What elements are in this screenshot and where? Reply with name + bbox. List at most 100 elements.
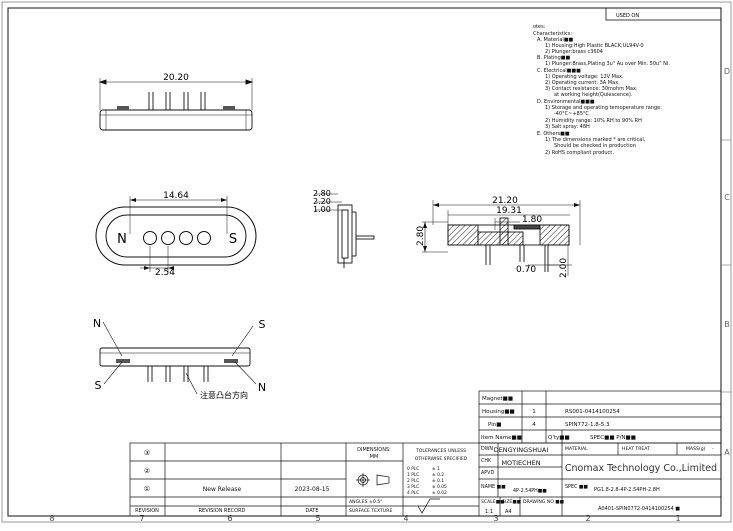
note-line: 3) Salt spray: 48H <box>545 124 590 130</box>
new-release-text: New Release <box>203 486 242 493</box>
drawing-no-value: A0401-SPIN0772-0414100254 ■ <box>598 506 680 512</box>
tol-val: ± 0.05 <box>432 484 447 490</box>
bom-row-part: SPIN772-1.8-5.3 <box>565 422 610 428</box>
notes-title: otes: <box>533 24 546 30</box>
bom-row-name: Magnet■■ <box>482 396 513 402</box>
notes-characteristics: Characteristics: <box>533 31 572 37</box>
note-line: C. Electrical■■■ <box>537 68 581 74</box>
section-view <box>422 200 581 276</box>
zone-number-8: 8 <box>49 514 54 523</box>
zone-letter-d: D <box>724 67 730 76</box>
apvd-label: APVD <box>481 470 494 476</box>
dim-top-width: 20.20 <box>163 73 189 83</box>
bottom-label-n-top: N <box>93 317 101 330</box>
zone-letter-a: A <box>724 448 730 457</box>
dim-side-2-20: 2.20 <box>313 197 331 206</box>
tol-plc: 1 PLC <box>407 472 419 478</box>
dim-pitch-total: 14.64 <box>163 191 189 201</box>
tol-val: ± 0.1 <box>432 478 444 484</box>
title-block <box>129 442 722 517</box>
bom-header-name: Item Name■■ <box>481 435 522 441</box>
angles-label: ANGLES ±0.5° <box>349 499 382 505</box>
note-line: D. Environmental■■■ <box>537 99 595 105</box>
company-name: Cnomax Technology Co.,Limited <box>565 463 717 474</box>
bom-row-qty: 4 <box>532 422 536 428</box>
boss-direction-note: 注意凸台方向 <box>200 390 248 400</box>
size-value: A4 <box>505 509 512 515</box>
tol-plc: 3 PLC <box>407 484 419 490</box>
scale-value: 1:1 <box>485 509 493 515</box>
note-line: B. Plating■■ <box>537 55 570 61</box>
zone-letter-b: B <box>724 320 730 329</box>
chk-name: MOTIECHEN <box>501 459 540 467</box>
dim-section-2-00: 2.00 <box>559 258 569 278</box>
rev-mark-3: ③ <box>144 449 150 457</box>
note-line: 1) Housing:High Plastic BLACK;UL94V-0 <box>545 43 644 49</box>
used-on-label: USED ON <box>616 13 639 19</box>
dim-section-1-80: 1.80 <box>522 215 542 225</box>
col-revision: REVISION <box>135 508 159 514</box>
notes-block: otes: Characteristics: A. Material■■ 1) … <box>533 24 670 156</box>
chk-label: CHK <box>481 458 492 464</box>
tol-val: ± 1 <box>432 466 440 472</box>
note-line: 2) Humidity range: 10% RH to 90% RH <box>545 118 642 124</box>
size-label: SIZE■■ <box>502 499 521 505</box>
mass-label: MASS(g) <box>686 446 706 452</box>
bottom-label-s-top: S <box>259 318 266 331</box>
tol-plc: 2 PLC <box>407 478 419 484</box>
bom-row-name: Housing■■ <box>482 409 515 415</box>
bottom-label-n-bottom: N <box>258 381 266 394</box>
note-line: 1) Plunger:Brass,Plating 3u" Au over Min… <box>545 61 670 67</box>
bom-row-qty: 1 <box>532 409 536 415</box>
zone-number-2: 2 <box>585 514 590 523</box>
tolerances-sub: OTHERWISE SPECIFIED <box>415 456 468 462</box>
spec-value: PG1.8-2.8-4P-2.54PH-2.8H <box>594 487 660 493</box>
note-line: 1) Operating voltage: 12V Max. <box>545 74 624 80</box>
heat-treat-label: HEAT TREAT <box>622 446 650 452</box>
surface-texture-label: SURFACE TEXTURE <box>349 508 392 514</box>
bom-header-qty: Q'ty■■ <box>548 435 570 441</box>
note-line: at working height(Quiescence). <box>554 92 633 98</box>
front-label-n: N <box>117 232 127 247</box>
note-line: 3) Contact resistance: 30mohm Max. <box>545 86 638 92</box>
note-line: 2) RoHS compliant product. <box>545 150 614 156</box>
bom-header-part: SPEC■■ P/N■■ <box>590 435 636 441</box>
front-label-s: S <box>229 232 237 247</box>
dim-section-2-80: 2.80 <box>416 226 426 246</box>
note-line: E. Others■■ <box>537 131 570 137</box>
dimensions-unit: MM <box>370 454 379 460</box>
zone-letter-c: C <box>724 193 730 202</box>
release-date: 2023-08-15 <box>295 486 330 493</box>
top-view <box>98 78 254 131</box>
drawing-no-label: DRAWING NO ■■ <box>523 499 564 505</box>
note-line: 2) Plunger:brass c3604 <box>545 49 603 55</box>
note-line: -40°C~+85°C <box>554 111 589 117</box>
material-label: MATERIAL <box>565 446 588 452</box>
tol-plc: 0 PLC <box>407 466 419 472</box>
bom-row-part: RS001-0414100254 <box>565 409 620 415</box>
spec-label: SPEC ■■ <box>565 484 588 490</box>
note-line: 1) The dimensions marked * are critical, <box>545 137 646 143</box>
scale-label: SCALE■■ <box>481 499 504 505</box>
tol-val: ± 0.2 <box>432 472 444 478</box>
rev-mark-1: ① <box>144 485 150 493</box>
tol-val: ± 0.02 <box>432 490 447 496</box>
zone-number-5: 5 <box>315 514 320 523</box>
dim-pitch: 2.54 <box>155 268 175 278</box>
rev-mark-2: ② <box>144 467 150 475</box>
dim-section-19-31: 19.31 <box>496 206 522 216</box>
note-line: 2) Operating current: 3A Max. <box>545 80 620 86</box>
dimensions-label: DIMENSIONS: <box>357 447 391 453</box>
front-view <box>95 196 257 272</box>
zone-number-6: 6 <box>227 514 232 523</box>
note-line: A. Material■■ <box>537 37 574 43</box>
dwn-name: DENGYINGSHUAI <box>494 446 549 454</box>
dwn-label: DWN <box>481 446 493 452</box>
note-line: Should be checked in production <box>554 143 636 149</box>
zone-number-4: 4 <box>403 514 408 523</box>
surface-texture-icon <box>417 498 440 514</box>
name-value: 4P-2.54PH■■ <box>513 488 547 494</box>
